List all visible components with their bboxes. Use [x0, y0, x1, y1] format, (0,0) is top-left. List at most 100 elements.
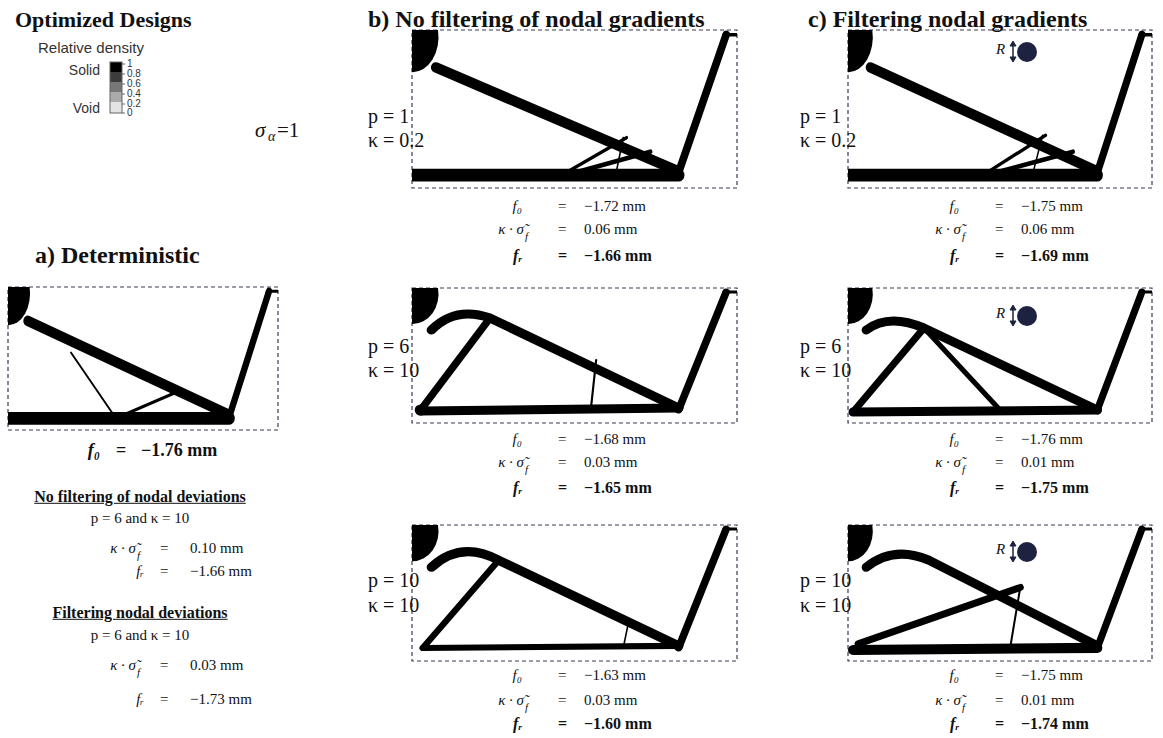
label: −1.66 mm	[584, 247, 652, 265]
label: κ · σ̃	[498, 692, 524, 709]
label: f₀	[513, 667, 522, 684]
design-c2	[848, 288, 1152, 412]
label: κ = 0.2	[800, 129, 856, 152]
label: p = 10	[368, 569, 419, 592]
label: 0.4	[127, 88, 141, 100]
design-a	[8, 287, 278, 418]
label: −1.72 mm	[584, 198, 646, 215]
label: p = 1	[368, 105, 409, 128]
label: κ · σ̃	[110, 540, 136, 557]
label: −1.76 mm	[141, 440, 217, 461]
label: Filtering nodal deviations	[52, 604, 227, 622]
label: f	[525, 230, 528, 243]
label: f	[525, 701, 528, 714]
label: −1.66 mm	[190, 563, 252, 580]
label: =	[558, 221, 566, 238]
label: fᵣ	[513, 479, 522, 497]
label: κ · σ̃	[110, 657, 136, 674]
label: 0.10 mm	[190, 540, 243, 557]
label: =	[116, 440, 126, 461]
label: f₀	[950, 198, 959, 215]
label: −1.74 mm	[1021, 715, 1089, 733]
label: −1.60 mm	[584, 715, 652, 733]
label: =	[995, 692, 1003, 709]
label: =	[995, 715, 1004, 733]
label: =	[558, 667, 566, 684]
label: fᵣ	[513, 715, 522, 733]
label: =	[160, 563, 168, 580]
label: κ = 10	[800, 359, 851, 382]
label: 0.03 mm	[584, 692, 637, 709]
label: R	[996, 305, 1005, 322]
label: fᵣ	[950, 715, 959, 733]
label: f₀	[513, 198, 522, 215]
label: p = 6	[800, 335, 841, 358]
label: R	[996, 541, 1005, 558]
label: κ · σ̃	[935, 454, 961, 471]
label: No filtering of nodal deviations	[34, 488, 246, 506]
label: −1.68 mm	[584, 431, 646, 448]
label: a) Deterministic	[35, 242, 200, 270]
label: p = 10	[800, 569, 851, 592]
label: Solid	[69, 62, 100, 78]
label: =	[995, 198, 1003, 215]
title: Optimized Designs	[15, 7, 192, 32]
label: f	[137, 549, 140, 562]
colorbar	[110, 62, 125, 113]
label: =	[995, 221, 1003, 238]
label: =	[160, 691, 168, 708]
label: p = 1	[800, 105, 841, 128]
label: fᵣ	[950, 247, 959, 265]
label: R	[996, 41, 1005, 58]
label: f₀	[950, 431, 959, 448]
label: κ = 0.2	[368, 129, 424, 152]
label: =	[160, 657, 168, 674]
design-b2	[412, 288, 737, 415]
label: Void	[73, 100, 100, 116]
label: =	[558, 198, 566, 215]
label: −1.73 mm	[190, 691, 252, 708]
label: −1.63 mm	[584, 667, 646, 684]
label: 0.01 mm	[1021, 454, 1074, 471]
label: c) Filtering nodal gradients	[808, 6, 1087, 34]
label: κ · σ̃	[935, 221, 961, 238]
label: 0.06 mm	[1021, 221, 1074, 238]
label: =	[995, 454, 1003, 471]
label: 1	[127, 58, 133, 70]
label: =	[995, 431, 1003, 448]
label: f	[137, 666, 140, 679]
label: σ	[255, 118, 265, 142]
label: fᵣ	[136, 691, 144, 708]
label: =	[558, 247, 567, 265]
label: 0.03 mm	[190, 657, 243, 674]
label: κ · σ̃	[498, 454, 524, 471]
design-b3	[412, 525, 737, 648]
label: f	[962, 701, 965, 714]
label: κ = 10	[368, 594, 419, 617]
label: =	[558, 692, 566, 709]
label: −1.76 mm	[1021, 431, 1083, 448]
design-b1	[412, 30, 737, 175]
label: 0.6	[127, 78, 141, 90]
label: b) No filtering of nodal gradients	[368, 6, 705, 34]
label: fᵣ	[950, 479, 959, 497]
label: =	[558, 715, 567, 733]
label: 0.01 mm	[1021, 692, 1074, 709]
label: 0.06 mm	[584, 221, 637, 238]
label: κ · σ̃	[498, 221, 524, 238]
label: 0.8	[127, 68, 141, 80]
label: f₀	[88, 440, 100, 461]
design-c3	[848, 525, 1152, 650]
design-frames	[8, 30, 1152, 661]
label: p = 6 and κ = 10	[91, 510, 190, 527]
label: fᵣ	[513, 247, 522, 265]
label: −1.75 mm	[1021, 198, 1083, 215]
label: f₀	[513, 431, 522, 448]
label: κ = 10	[800, 594, 851, 617]
label: κ · σ̃	[935, 692, 961, 709]
label: =	[558, 431, 566, 448]
label: f	[962, 463, 965, 476]
label: f	[525, 463, 528, 476]
